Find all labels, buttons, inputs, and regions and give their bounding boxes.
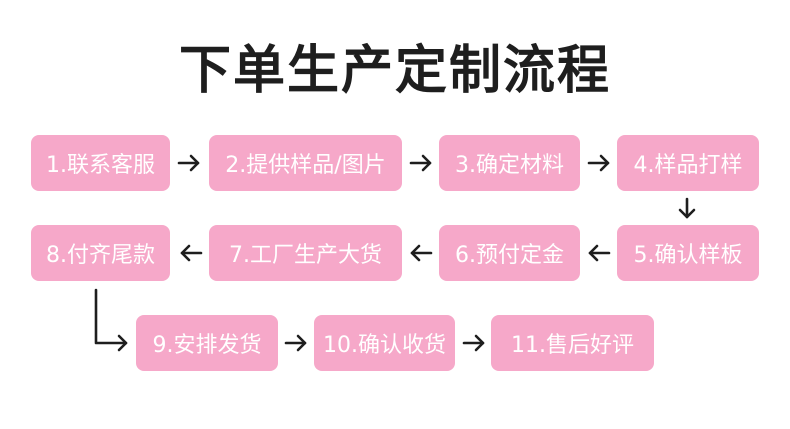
step-1-box: 1.联系客服 xyxy=(31,135,170,191)
arrow-6-to-7 xyxy=(410,244,433,262)
arrow-4-to-5 xyxy=(678,197,696,219)
step-4-box: 4.样品打样 xyxy=(617,135,759,191)
step-7-box: 7.工厂生产大货 xyxy=(209,225,402,281)
arrow-5-to-6 xyxy=(588,244,611,262)
step-6-box: 6.预付定金 xyxy=(439,225,580,281)
step-8-box: 8.付齐尾款 xyxy=(31,225,170,281)
page-title: 下单生产定制流程 xyxy=(178,41,611,101)
arrow-7-to-8 xyxy=(180,244,203,262)
arrow-1-to-2 xyxy=(177,154,200,172)
arrow-3-to-4 xyxy=(587,154,610,172)
step-2-box: 2.提供样品/图片 xyxy=(209,135,402,191)
step-10-box: 10.确认收货 xyxy=(314,315,455,371)
step-5-box: 5.确认样板 xyxy=(617,225,759,281)
step-9-box: 9.安排发货 xyxy=(136,315,278,371)
arrow-2-to-3 xyxy=(409,154,432,172)
step-3-box: 3.确定材料 xyxy=(439,135,580,191)
step-11-box: 11.售后好评 xyxy=(491,315,654,371)
arrow-10-to-11 xyxy=(462,334,485,352)
arrow-9-to-10 xyxy=(284,334,307,352)
arrow-8-to-9 xyxy=(94,288,128,352)
